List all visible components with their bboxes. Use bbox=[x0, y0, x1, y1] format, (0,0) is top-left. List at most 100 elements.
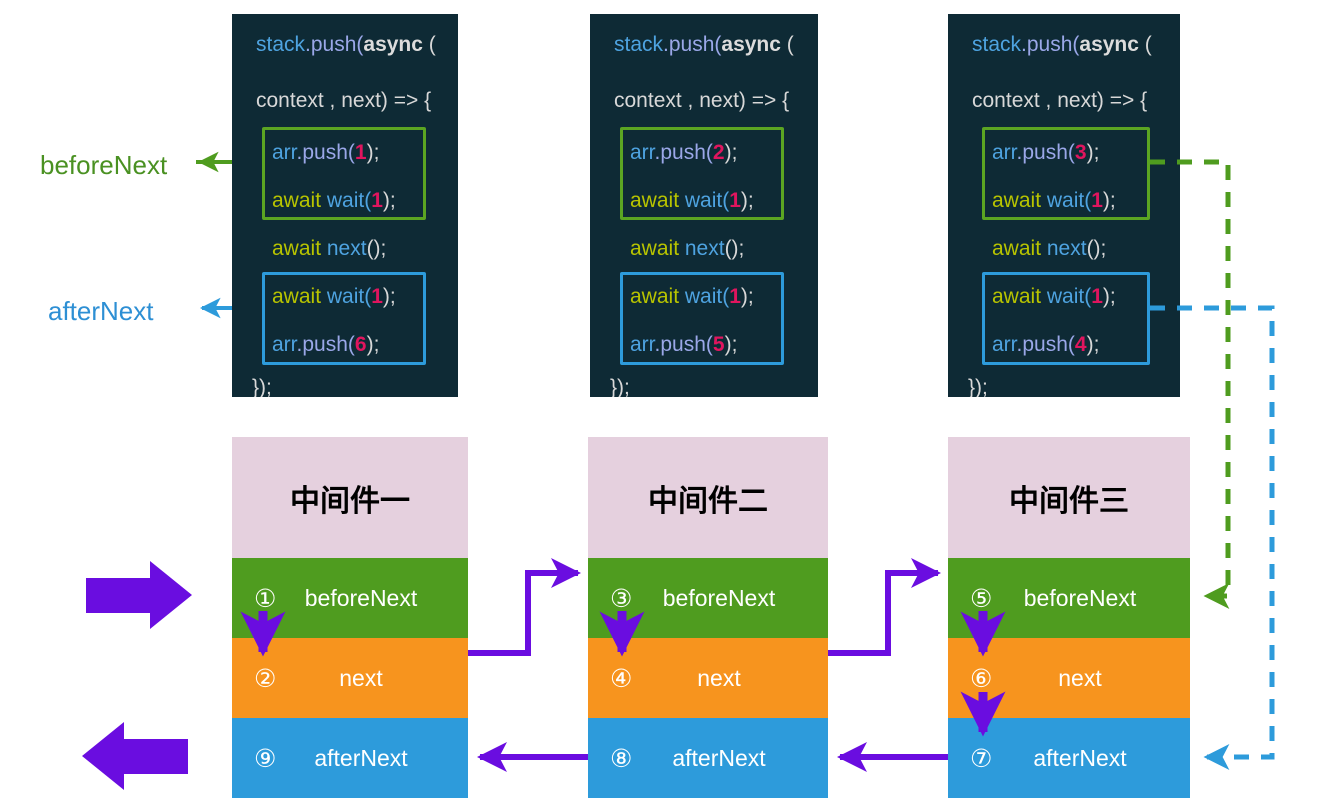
token-await: await bbox=[630, 189, 680, 212]
step-number-3: ③ bbox=[610, 583, 633, 613]
token-closing: }); bbox=[252, 376, 272, 398]
token-end: ); bbox=[1102, 285, 1116, 308]
middleware-card-1: 中间件一 ① beforeNext ② next ⑨ afterNext bbox=[232, 437, 468, 799]
token-await: await bbox=[272, 237, 322, 260]
token-end: ); bbox=[724, 141, 738, 164]
code-card-3: stack.push(async ( context , next) => { … bbox=[948, 14, 1180, 397]
band-label-next: next bbox=[339, 664, 383, 691]
band-after-next-2: ⑧ afterNext bbox=[588, 718, 828, 798]
token-wait: wait( bbox=[321, 189, 372, 212]
band-after-next-3: ⑦ afterNext bbox=[948, 718, 1190, 798]
step-number-2: ② bbox=[254, 663, 277, 693]
token-params: context , next) => { bbox=[256, 89, 432, 112]
label-after-next: afterNext bbox=[48, 296, 154, 326]
code-line-stack-push: stack.push(async ( bbox=[256, 34, 436, 56]
step-number-1: ① bbox=[254, 583, 277, 613]
token-paren: ( bbox=[1138, 33, 1152, 56]
band-label-next: next bbox=[1058, 664, 1102, 691]
step-number-5: ⑤ bbox=[970, 583, 993, 613]
token-wait: wait( bbox=[679, 285, 730, 308]
token-await: await bbox=[630, 237, 680, 260]
code-card-2: stack.push(async ( context , next) => { … bbox=[590, 14, 818, 397]
code-line-stack-push: stack.push(async ( bbox=[972, 34, 1152, 56]
token-await: await bbox=[630, 285, 680, 308]
token-await: await bbox=[992, 285, 1042, 308]
highlight-before-next-3 bbox=[982, 127, 1150, 220]
code-line-arr-push-after-1: arr.push(6); bbox=[272, 334, 379, 356]
token-arr: arr bbox=[630, 333, 655, 356]
token-await: await bbox=[272, 285, 322, 308]
code-line-closing-1: }); bbox=[252, 376, 272, 398]
code-line-arr-push-before-2: arr.push(2); bbox=[630, 142, 737, 164]
token-closing: }); bbox=[610, 376, 630, 398]
code-line-stack-push: stack.push(async ( bbox=[614, 34, 794, 56]
token-push: .push( bbox=[663, 33, 722, 56]
highlight-before-next-1 bbox=[262, 127, 426, 220]
token-push-call: .push( bbox=[296, 333, 355, 356]
token-params: context , next) => { bbox=[614, 89, 790, 112]
response-exit-arrow bbox=[82, 722, 188, 790]
token-arr: arr bbox=[272, 333, 297, 356]
band-label-before-next: beforeNext bbox=[1023, 584, 1137, 611]
token-arr: arr bbox=[992, 333, 1017, 356]
token-stack: stack bbox=[256, 33, 306, 56]
token-push: .push( bbox=[1021, 33, 1080, 56]
middleware-card-2: 中间件二 ③ beforeNext ④ next ⑧ afterNext bbox=[588, 437, 828, 799]
step-number-6: ⑥ bbox=[970, 663, 993, 693]
token-end: ); bbox=[366, 333, 380, 356]
token-paren: ( bbox=[780, 33, 794, 56]
band-label-before-next: beforeNext bbox=[304, 584, 418, 611]
label-before-next: beforeNext bbox=[40, 150, 168, 180]
token-stack: stack bbox=[614, 33, 664, 56]
token-wait: wait( bbox=[679, 189, 730, 212]
middleware-title-3: 中间件三 bbox=[948, 437, 1190, 558]
token-end: ); bbox=[724, 333, 738, 356]
step-number-7: ⑦ bbox=[970, 743, 993, 773]
band-after-next-1: ⑨ afterNext bbox=[232, 718, 468, 798]
token-number: 2 bbox=[712, 141, 725, 164]
highlight-after-next-2 bbox=[620, 272, 784, 365]
connector-next-1-to-before-2 bbox=[468, 558, 581, 656]
band-label-before-next: beforeNext bbox=[662, 584, 776, 611]
code-line-await-wait-before-1: await wait(1); bbox=[272, 190, 396, 212]
band-label-after-next: afterNext bbox=[314, 744, 408, 771]
token-end: ); bbox=[1086, 333, 1100, 356]
code-line-await-next-2: await next(); bbox=[630, 238, 744, 260]
token-number: 1 bbox=[1091, 285, 1103, 308]
code-line-await-wait-before-2: await wait(1); bbox=[630, 190, 754, 212]
token-number: 4 bbox=[1074, 333, 1087, 356]
token-next: next bbox=[321, 237, 367, 260]
band-before-next-2: ③ beforeNext bbox=[588, 558, 828, 638]
token-push-call: .push( bbox=[654, 333, 713, 356]
token-end: (); bbox=[724, 237, 745, 260]
band-next-3: ⑥ next bbox=[948, 638, 1190, 718]
band-label-after-next: afterNext bbox=[672, 744, 766, 771]
step-number-4: ④ bbox=[610, 663, 633, 693]
request-entry-arrow bbox=[86, 561, 192, 629]
band-next-2: ④ next bbox=[588, 638, 828, 718]
token-end: ); bbox=[1086, 141, 1100, 164]
code-line-await-next-1: await next(); bbox=[272, 238, 386, 260]
token-paren: ( bbox=[422, 33, 436, 56]
token-push-call: .push( bbox=[1016, 141, 1075, 164]
token-arr: arr bbox=[272, 141, 297, 164]
code-line-closing-3: }); bbox=[968, 377, 988, 398]
band-before-next-3: ⑤ beforeNext bbox=[948, 558, 1190, 638]
code-line-arr-push-after-3: arr.push(4); bbox=[992, 334, 1099, 356]
token-async: async bbox=[1079, 33, 1139, 56]
band-label-next: next bbox=[697, 664, 741, 691]
code-line-await-wait-after-2: await wait(1); bbox=[630, 286, 754, 308]
token-end: ); bbox=[740, 189, 754, 212]
token-push-call: .push( bbox=[296, 141, 355, 164]
token-number: 1 bbox=[354, 141, 367, 164]
code-line-context-next: context , next) => { bbox=[256, 90, 431, 112]
token-number: 1 bbox=[1091, 189, 1103, 212]
token-arr: arr bbox=[992, 141, 1017, 164]
code-line-await-wait-before-3: await wait(1); bbox=[992, 190, 1116, 212]
code-line-arr-push-after-2: arr.push(5); bbox=[630, 334, 737, 356]
token-number: 1 bbox=[729, 285, 741, 308]
token-push: .push( bbox=[305, 33, 364, 56]
token-async: async bbox=[363, 33, 423, 56]
token-next: next bbox=[1041, 237, 1087, 260]
